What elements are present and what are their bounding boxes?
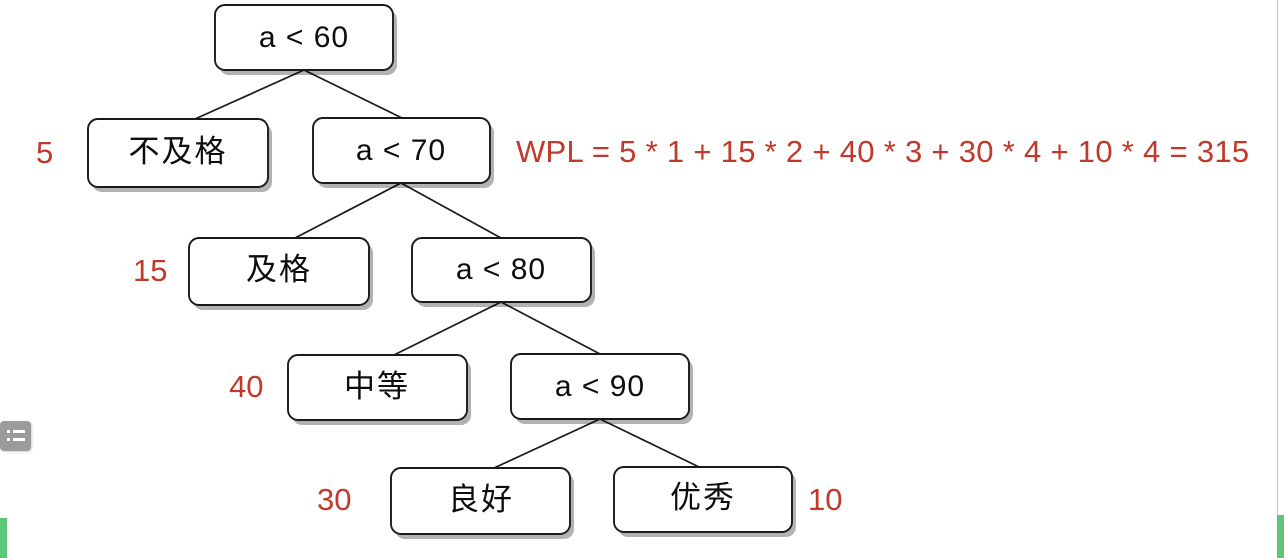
edge-n90-excel: [599, 418, 700, 468]
node-label: a < 60: [259, 21, 349, 54]
tree-node-a-lt-60[interactable]: a < 60: [214, 4, 397, 75]
node-label: 优秀: [670, 480, 736, 515]
weight-label-bujige: 5: [36, 135, 54, 170]
node-label: 不及格: [129, 134, 228, 169]
node-label: 中等: [344, 369, 410, 404]
tree-node-a-lt-90[interactable]: a < 90: [510, 353, 693, 424]
tree-node-zhongdeng[interactable]: 中等: [287, 354, 471, 425]
weight-label-jige: 15: [133, 253, 168, 288]
edge-n80-n90: [500, 301, 601, 355]
tree-node-a-lt-80[interactable]: a < 80: [411, 237, 595, 307]
edge-n60-n70: [303, 69, 403, 119]
right-edge-divider: [1277, 0, 1278, 518]
node-label: 良好: [448, 482, 514, 517]
wpl-formula-annotation: WPL = 5 * 1 + 15 * 2 + 40 * 3 + 30 * 4 +…: [516, 134, 1250, 169]
tree-node-youxiu[interactable]: 优秀: [613, 466, 796, 537]
list-icon: [7, 430, 25, 441]
tree-node-a-lt-70[interactable]: a < 70: [312, 117, 494, 188]
weight-label-youxiu: 10: [808, 482, 843, 517]
edge-n60-fail: [194, 69, 305, 120]
edge-n90-good: [493, 418, 601, 469]
node-label: a < 90: [555, 370, 645, 403]
tree-node-jige[interactable]: 及格: [188, 237, 373, 310]
node-label: 及格: [246, 252, 312, 287]
edge-n80-mid: [393, 301, 502, 356]
list-button[interactable]: [0, 421, 31, 451]
weight-label-zhongdeng: 40: [229, 369, 264, 404]
scrollbar-indicator-right[interactable]: [1277, 515, 1284, 558]
node-label: a < 80: [456, 253, 546, 286]
edge-n70-n80: [400, 182, 502, 239]
scrollbar-indicator-left[interactable]: [0, 518, 7, 558]
node-label: a < 70: [356, 134, 446, 167]
edge-n70-pass: [294, 182, 402, 239]
weight-label-lianghao: 30: [317, 482, 352, 517]
tree-node-lianghao[interactable]: 良好: [390, 467, 574, 539]
tree-edges: [194, 69, 700, 469]
tree-node-bujige[interactable]: 不及格: [87, 118, 272, 192]
